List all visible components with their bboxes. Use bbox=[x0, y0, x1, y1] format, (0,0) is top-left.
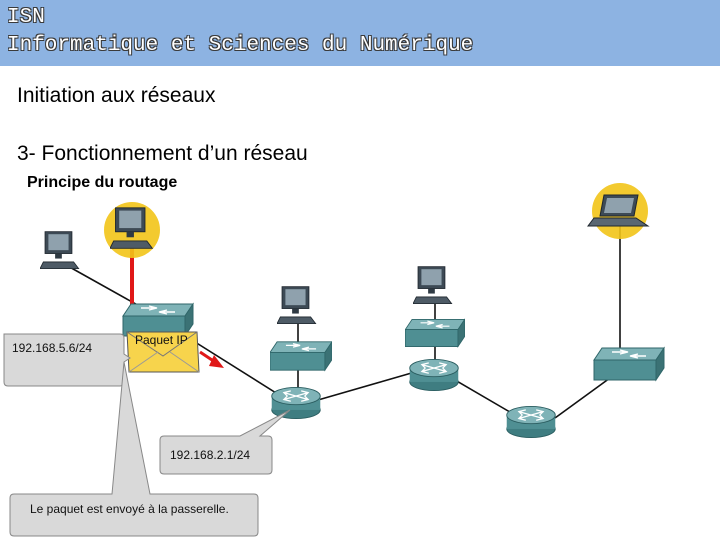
pc-icon[interactable] bbox=[413, 266, 453, 305]
router-icon[interactable] bbox=[409, 358, 459, 392]
network-diagram: Paquet IP 192.168.5.6/24 192.168.2.1/24 … bbox=[3, 183, 665, 537]
pc-icon[interactable] bbox=[40, 231, 80, 270]
slide-header: ISN Informatique et Sciences du Numériqu… bbox=[0, 0, 720, 66]
subtitle: Principe du routage bbox=[27, 174, 178, 191]
arrow-icon bbox=[199, 350, 224, 368]
gateway-ip-label: 192.168.2.1/24 bbox=[170, 448, 250, 462]
switch-icon[interactable] bbox=[270, 341, 332, 371]
source-ip-callout: 192.168.5.6/24 bbox=[3, 333, 131, 387]
switch-icon[interactable] bbox=[122, 303, 194, 337]
source-ip-label: 192.168.5.6/24 bbox=[12, 341, 92, 355]
header-line-2: Informatique et Sciences du Numérique bbox=[7, 34, 474, 57]
header-line-1: ISN bbox=[7, 6, 45, 29]
slide-title: Initiation aux réseaux bbox=[17, 84, 216, 107]
section-title: 3- Fonctionnement d’un réseau bbox=[17, 142, 308, 165]
message-callout: Le paquet est envoyé à la passerelle. bbox=[9, 361, 259, 537]
router-icon[interactable] bbox=[506, 405, 556, 439]
packet-label: Paquet IP bbox=[135, 333, 188, 347]
ip-packet-envelope: Paquet IP bbox=[126, 331, 200, 373]
laptop-icon[interactable] bbox=[587, 194, 650, 227]
message-label: Le paquet est envoyé à la passerelle. bbox=[30, 502, 229, 516]
gateway-ip-callout: 192.168.2.1/24 bbox=[159, 409, 291, 475]
switch-icon[interactable] bbox=[593, 347, 665, 381]
pc-icon[interactable] bbox=[277, 286, 317, 325]
switch-icon[interactable] bbox=[405, 318, 465, 348]
router-icon[interactable] bbox=[271, 386, 321, 420]
